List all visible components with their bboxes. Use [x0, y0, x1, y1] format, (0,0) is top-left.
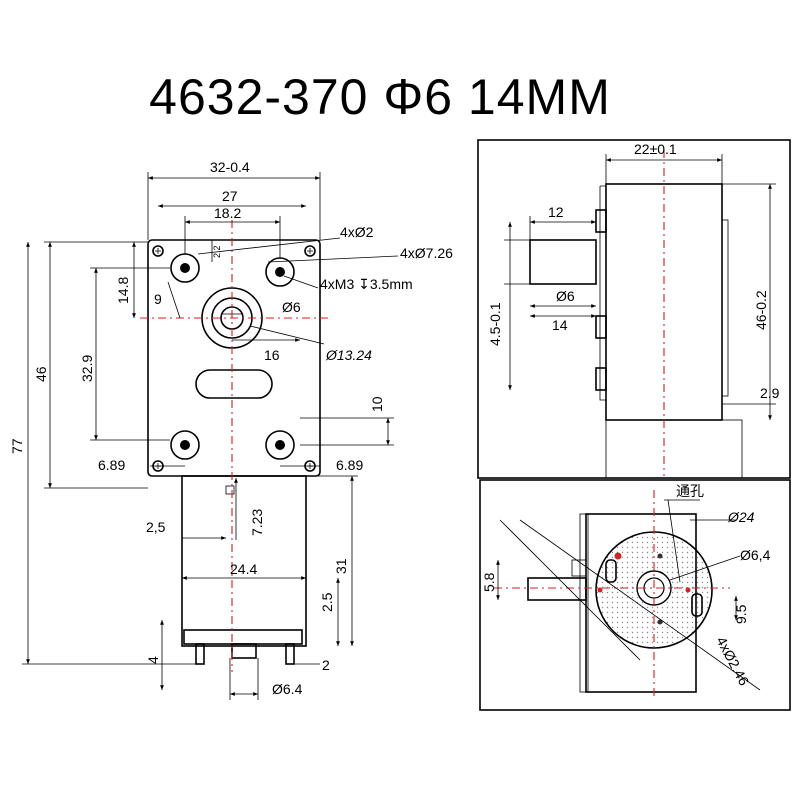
terminal-dim-2: 2 — [322, 657, 330, 673]
brush-slot — [691, 593, 703, 617]
motor-rear-bushing — [231, 643, 257, 659]
side-flange — [721, 219, 729, 397]
motor-terminal — [285, 643, 295, 665]
boss-diameter: Ø13.24 — [325, 347, 372, 363]
motor-dim-2-5a: 2,5 — [146, 519, 166, 535]
dim-offset-9: 9 — [154, 291, 162, 307]
motor-side — [605, 419, 743, 479]
panel-frame — [479, 479, 791, 711]
mounting-hole — [265, 430, 295, 460]
side-view-panel: 22±0.1 12 Ø6 14 4.5-0.1 46-0.2 2.9 — [477, 139, 791, 479]
side-shaft-length: 12 — [548, 204, 564, 220]
motor-dim-31: 31 — [333, 558, 349, 574]
dim-hole-spacing-inner: 18.2 — [214, 205, 241, 221]
dim-16: 16 — [264, 347, 280, 363]
dim-77: 77 — [9, 438, 25, 454]
mounting-hole — [170, 253, 200, 283]
through-hole-marker — [685, 587, 691, 593]
through-hole-label: 通孔 — [676, 483, 704, 499]
corner-screw — [152, 245, 164, 257]
thread-callout: 4xM3 ↧3.5mm — [320, 276, 413, 292]
side-bumps — [595, 315, 607, 339]
motor-dim-7-23: 7.23 — [249, 509, 265, 536]
through-hole-marker — [614, 552, 622, 560]
dim-hole-spacing-outer: 27 — [222, 188, 238, 204]
end-spacing: 9.5 — [733, 604, 749, 624]
side-bottom: 2.9 — [760, 385, 780, 401]
side-shaft-flat: 14 — [552, 317, 568, 333]
end-outer-dia: Ø24 — [727, 509, 755, 525]
side-shaft-dia: Ø6 — [556, 288, 575, 304]
side-height: 46-0.2 — [753, 290, 769, 330]
hole-callout-2mm: 4xØ2 — [340, 224, 374, 240]
motor-can — [181, 475, 307, 647]
end-boss-dia: Ø6,4 — [740, 547, 771, 563]
motor-endcap — [183, 629, 303, 645]
panel-frame — [477, 139, 791, 479]
hole-callout-7mm: 4xØ7.26 — [400, 245, 453, 261]
end-offset: 5.8 — [481, 572, 497, 592]
side-bumps — [595, 367, 607, 391]
motor-dim-24-4: 24.4 — [230, 561, 257, 577]
motor-terminal — [195, 643, 205, 665]
end-shaft — [527, 577, 587, 601]
dim-10: 10 — [369, 396, 385, 412]
dim-32-9: 32.9 — [79, 355, 95, 382]
end-view-panel: 通孔 Ø24 Ø6,4 5.8 9.5 4xØ2.46 — [479, 479, 791, 711]
front-view: 32-0.4 27 18.2 2.2 4xØ2 4xØ7.26 4xM3 ↧3.… — [9, 159, 453, 700]
side-flat-depth: 4.5-0.1 — [487, 302, 503, 346]
end-shaft-tab — [571, 559, 587, 577]
shaft-diameter: Ø6 — [282, 299, 301, 315]
gearbox-end-step — [579, 513, 589, 693]
motor-vent — [225, 485, 235, 495]
motor-dim-2-5b: 2.5 — [319, 592, 335, 612]
edge-left: 6.89 — [98, 457, 125, 473]
dim-upper-height: 14.8 — [115, 277, 131, 304]
body-slot — [195, 369, 273, 399]
dim-width: 32-0.4 — [210, 159, 250, 175]
side-width: 22±0.1 — [634, 141, 677, 157]
mounting-hole — [170, 430, 200, 460]
dim-46: 46 — [33, 366, 49, 382]
product-title: 4632-370 Φ6 14MM — [149, 69, 611, 125]
through-hole-marker — [597, 587, 603, 593]
terminal-dim-4: 4 — [145, 656, 161, 664]
edge-right: 6.89 — [336, 457, 363, 473]
brush-slot — [605, 559, 617, 583]
motor-shaft-dia: Ø6.4 — [272, 681, 303, 697]
side-bumps — [595, 209, 607, 233]
output-shaft-side — [529, 239, 597, 285]
corner-screw — [304, 245, 316, 257]
dim-small-offset: 2.2 — [212, 245, 222, 258]
